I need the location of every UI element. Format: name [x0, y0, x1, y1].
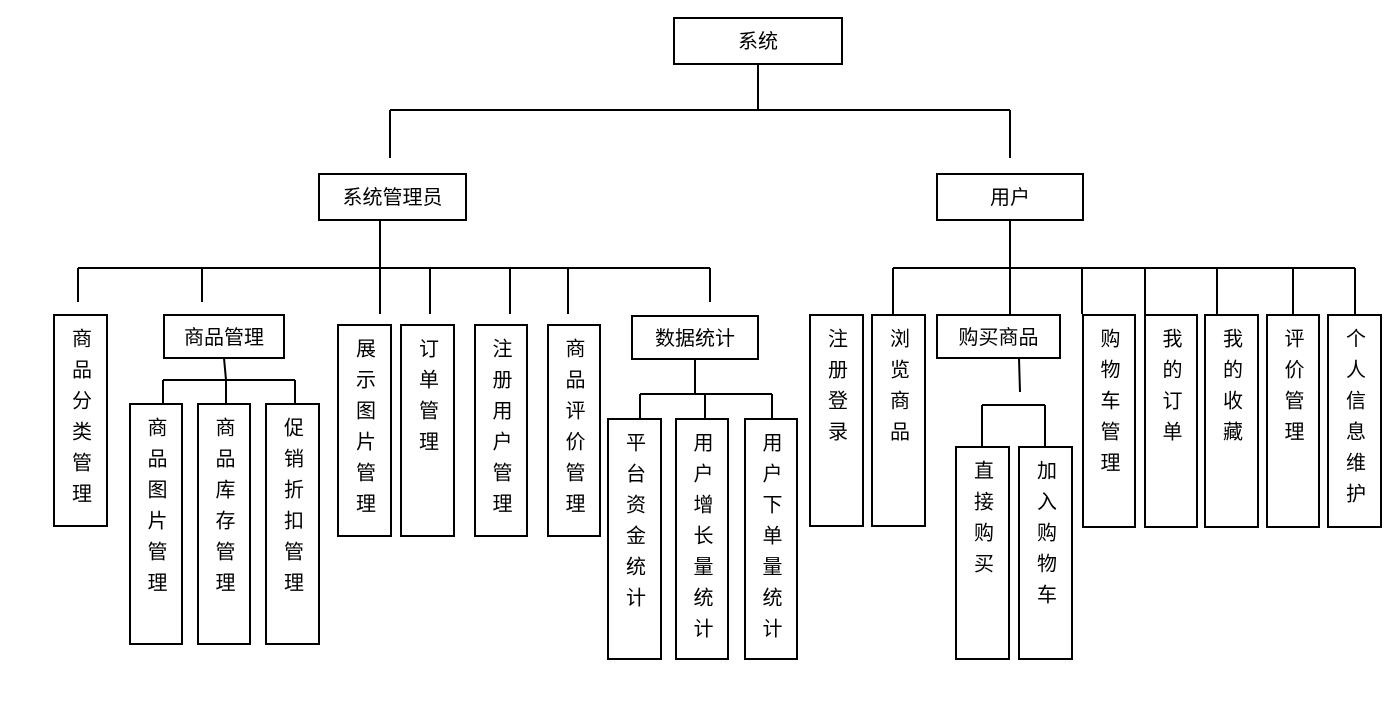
- my-favorites-node: 我的收藏: [1204, 314, 1259, 528]
- browse-goods-node: 浏览商品: [871, 314, 926, 527]
- display-images-node: 展示图片管理: [337, 324, 392, 537]
- my-orders-node: 我的订单: [1144, 314, 1198, 528]
- cart-management-node: 购物车管理: [1082, 314, 1136, 528]
- goods-images-node: 商品图片管理: [129, 403, 183, 645]
- personal-info-node: 个人信息维护: [1327, 314, 1382, 528]
- register-login-node: 注册登录: [809, 314, 864, 527]
- review-management-node: 评价管理: [1266, 314, 1320, 528]
- registered-users-node: 注册用户管理: [474, 324, 528, 537]
- direct-buy-node: 直接购买: [955, 446, 1010, 660]
- user-orders-node: 用户下单量统计: [744, 418, 798, 660]
- user-node: 用户: [936, 173, 1084, 221]
- order-management-node: 订单管理: [400, 324, 455, 537]
- promotion-discount-node: 促销折扣管理: [265, 403, 320, 645]
- add-to-cart-node: 加入购物车: [1018, 446, 1073, 660]
- admin-node: 系统管理员: [318, 173, 467, 221]
- category-management-node: 商品分类管理: [53, 314, 108, 527]
- platform-funds-node: 平台资金统计: [607, 418, 662, 660]
- user-growth-node: 用户增长量统计: [675, 418, 729, 660]
- data-statistics-node: 数据统计: [631, 315, 759, 360]
- buy-goods-node: 购买商品: [936, 314, 1061, 359]
- root-node: 系统: [673, 17, 843, 65]
- goods-management-node: 商品管理: [163, 314, 285, 359]
- goods-stock-node: 商品库存管理: [197, 403, 251, 645]
- goods-reviews-node: 商品评价管理: [547, 324, 601, 537]
